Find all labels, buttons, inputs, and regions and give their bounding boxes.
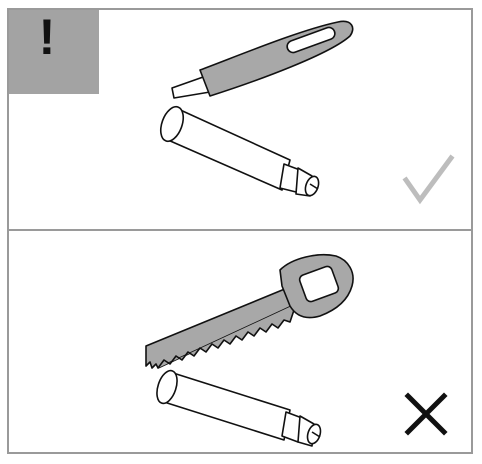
roll-top <box>159 105 320 197</box>
panel-divider <box>7 229 473 231</box>
warning-icon: ! <box>38 9 56 65</box>
handsaw-icon <box>145 254 354 369</box>
roll-bottom <box>156 369 322 447</box>
warning-badge: ! <box>9 10 99 94</box>
utility-knife-icon <box>171 20 354 99</box>
panel-bottom-incorrect <box>145 254 448 447</box>
cross-icon <box>404 392 448 436</box>
panel-top-correct <box>159 20 455 205</box>
check-icon <box>402 154 455 205</box>
